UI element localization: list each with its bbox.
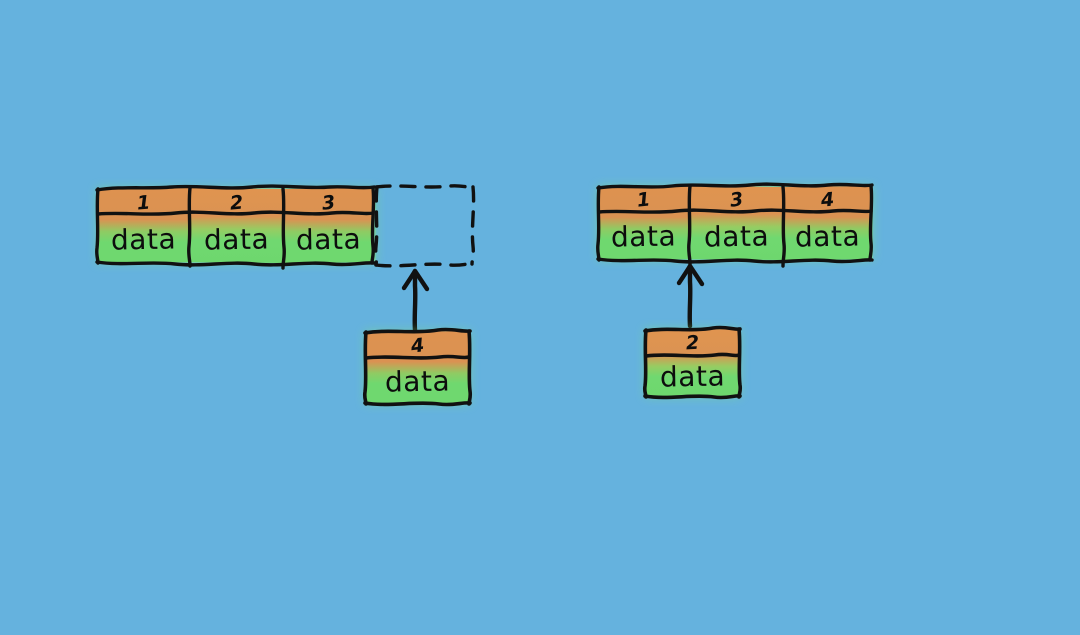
- incoming-cell-left-index: 4: [365, 333, 470, 359]
- value-label: data: [203, 221, 270, 257]
- right-array-cell-1-value: data: [690, 213, 783, 260]
- left-array-cell-2-index: 3: [283, 190, 374, 216]
- value-label: data: [384, 363, 451, 399]
- index-label: 1: [635, 188, 652, 212]
- right-array-strokes: [596, 182, 874, 268]
- index-label: 4: [409, 333, 426, 358]
- left-array-cell-1-value: data: [190, 216, 283, 263]
- index-label: 2: [685, 331, 700, 355]
- index-label: 2: [228, 190, 245, 215]
- value-label: data: [794, 218, 861, 254]
- left-array-fill: [98, 188, 374, 263]
- incoming-cell-left-fill: [366, 331, 469, 404]
- empty-slot-label: [374, 186, 473, 265]
- value-label: data: [295, 221, 362, 257]
- index-label: 3: [728, 188, 745, 212]
- insert-arrow-left: [401, 268, 430, 333]
- left-array-cell-0-index: 1: [97, 190, 190, 216]
- left-array-cell-2-value: data: [283, 216, 374, 263]
- incoming-cell-right-fill: [646, 329, 739, 397]
- index-label: 1: [135, 191, 152, 214]
- right-array-cell-0-value: data: [598, 213, 690, 260]
- right-array-cell-0-index: 1: [598, 188, 690, 213]
- empty-slot-placeholder: [374, 184, 476, 268]
- right-array-cell-2-value: data: [783, 213, 872, 260]
- left-array-cell-1-index: 2: [190, 190, 283, 216]
- incoming-cell-right-strokes: [642, 325, 743, 400]
- incoming-cell-left-value: data: [365, 359, 470, 404]
- value-label: data: [703, 218, 770, 254]
- right-array-cell-1-index: 3: [690, 188, 783, 213]
- value-label: data: [611, 218, 677, 254]
- value-label: data: [659, 358, 726, 394]
- right-array-cell-2-index: 4: [783, 188, 872, 213]
- left-array-strokes: [95, 184, 376, 270]
- insert-arrow-right: [676, 263, 705, 329]
- incoming-cell-left-strokes: [362, 327, 473, 407]
- index-label: 4: [819, 188, 836, 212]
- value-label: data: [110, 221, 177, 257]
- index-label: 3: [320, 190, 337, 215]
- right-array-fill: [599, 186, 872, 260]
- left-array-cell-0-value: data: [97, 216, 190, 263]
- incoming-cell-right-value: data: [645, 356, 740, 397]
- incoming-cell-right-index: 2: [645, 331, 740, 356]
